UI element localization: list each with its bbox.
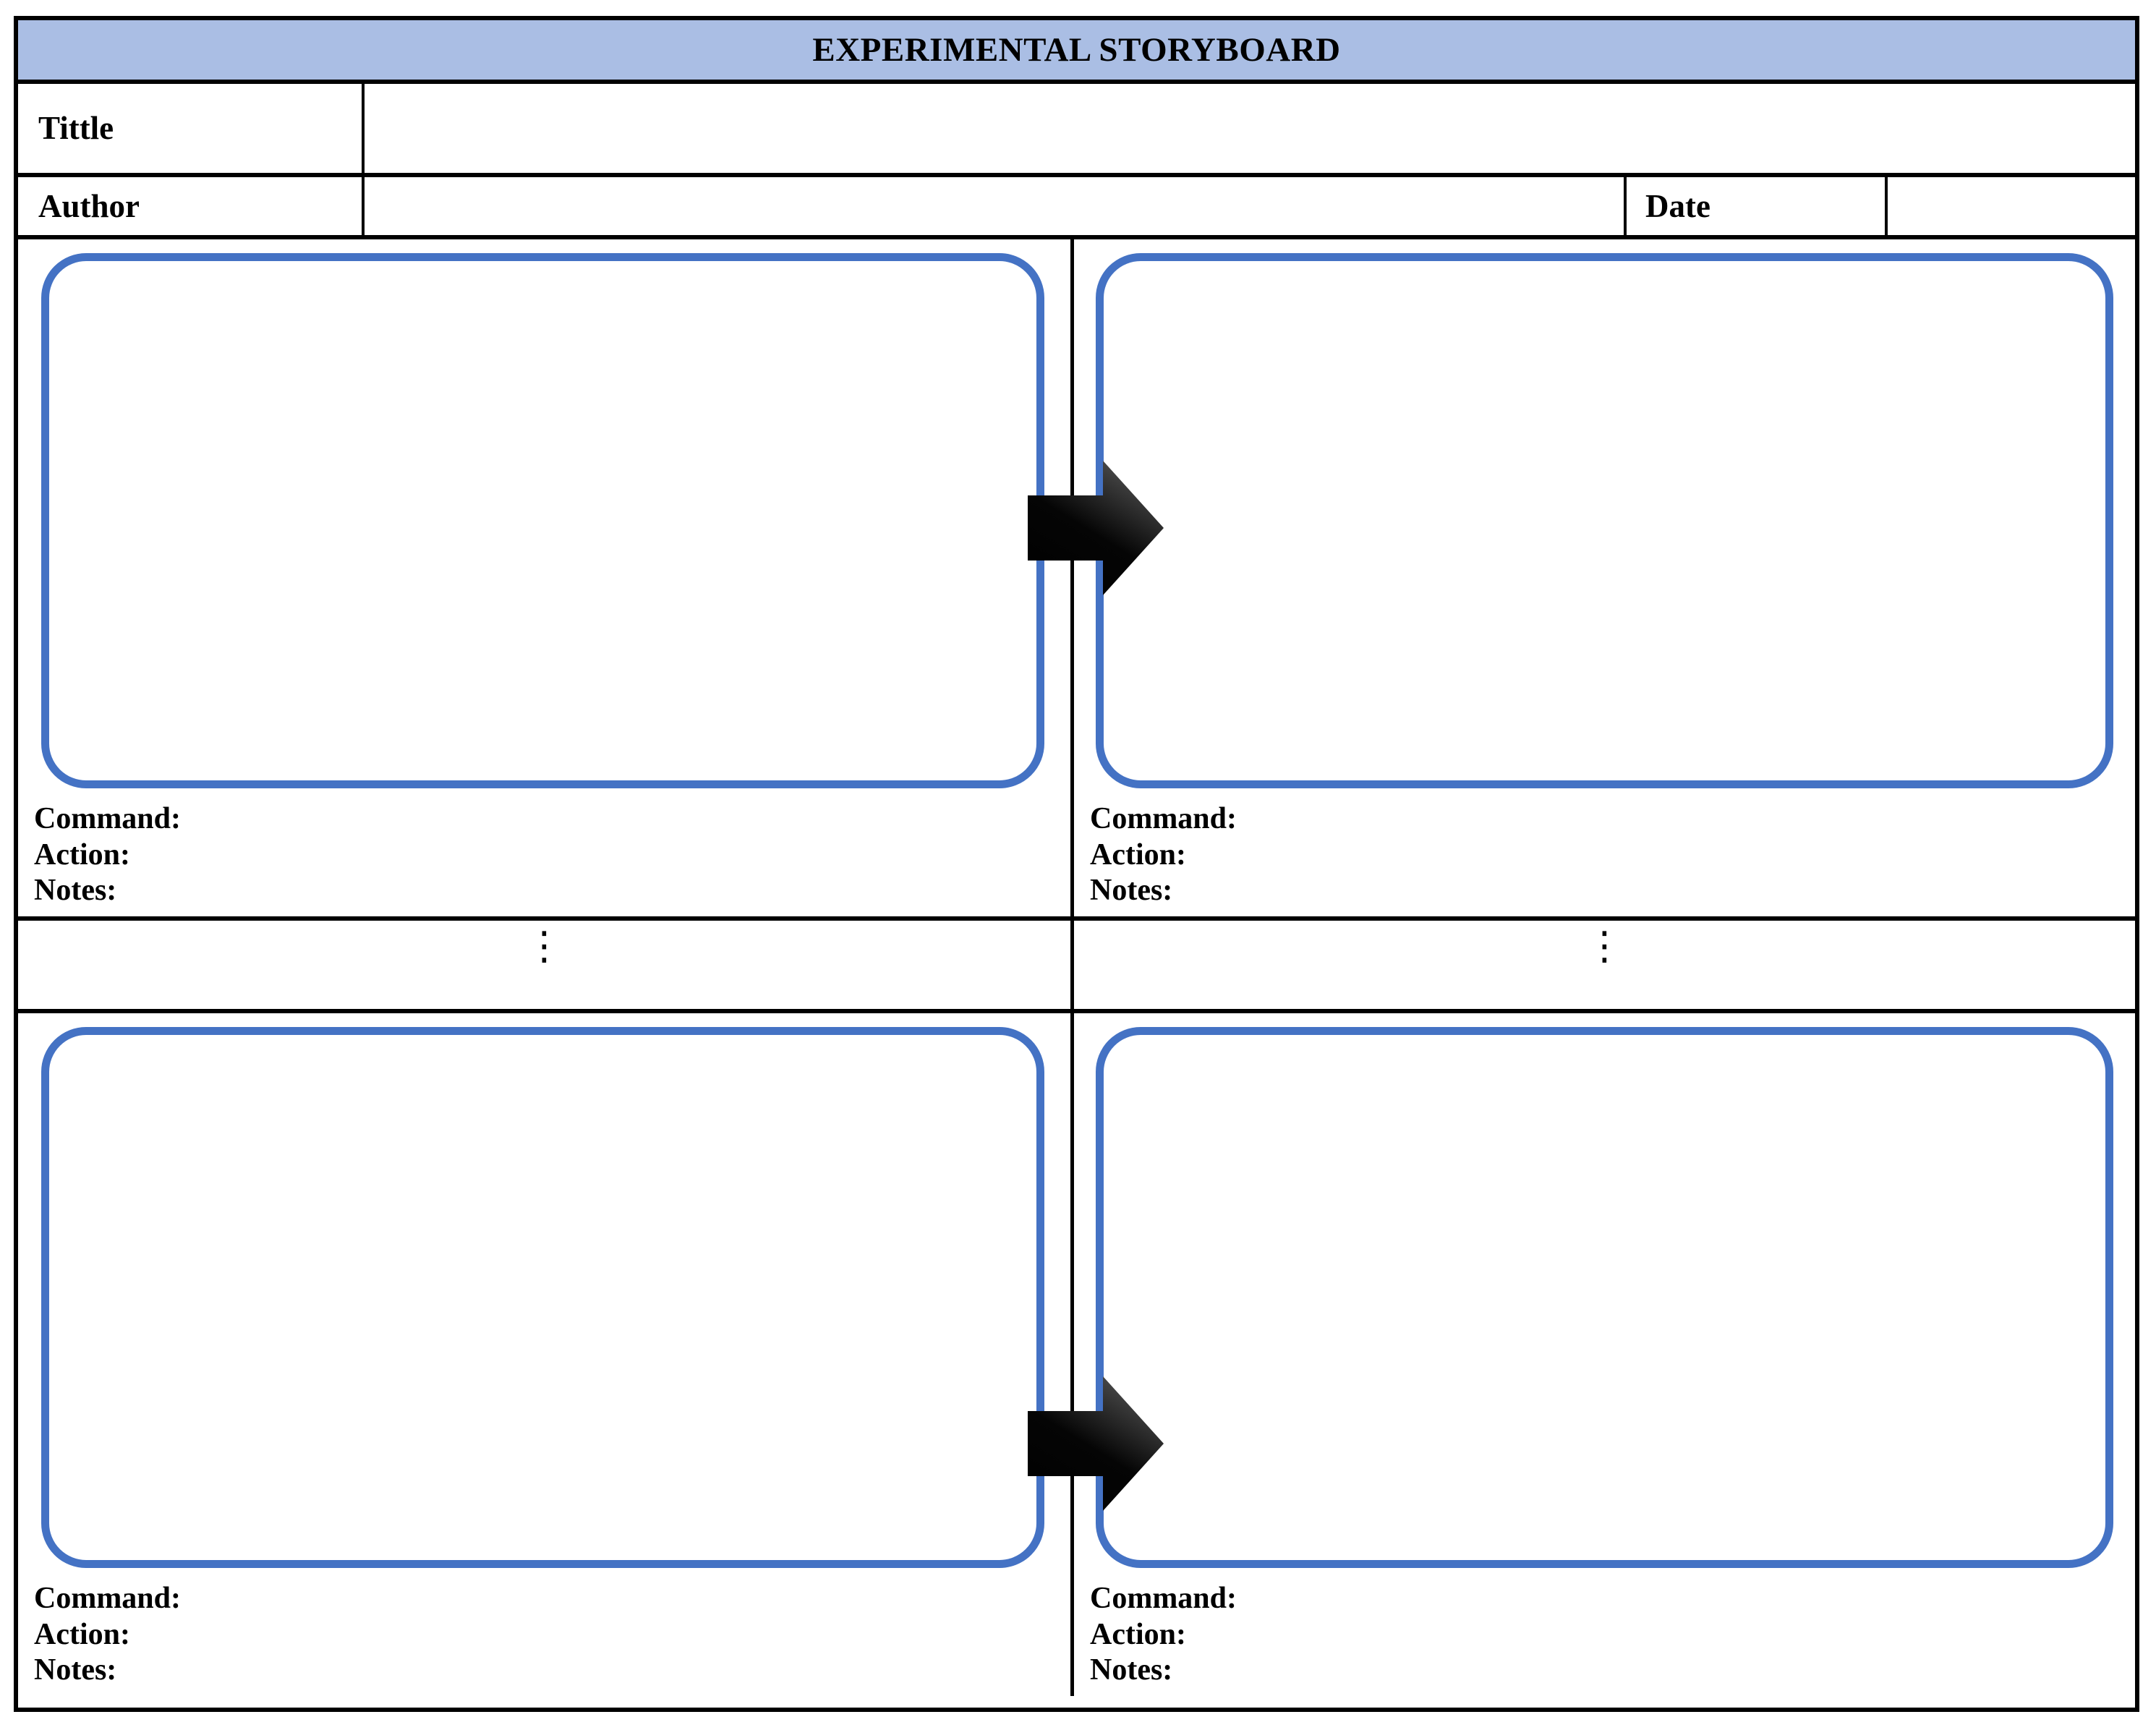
panel-2-screen[interactable] <box>1096 253 2113 789</box>
storyboard-table: EXPERIMENTAL STORYBOARD Tittle Author Da… <box>14 16 2139 1712</box>
author-row: Author Date <box>18 177 2135 239</box>
tittle-row: Tittle <box>18 84 2135 177</box>
panel-1-fields: Command: Action: Notes: <box>18 797 1070 916</box>
panel-3-notes-label: Notes: <box>34 1653 117 1687</box>
panel-1-screen[interactable] <box>41 253 1044 789</box>
panel-1-frame-area <box>18 239 1070 797</box>
storyboard-row-1: Command: Action: Notes: Command: Action:… <box>18 239 2135 921</box>
tittle-label: Tittle <box>38 110 114 146</box>
panel-4-screen[interactable] <box>1096 1027 2113 1569</box>
panel-4-notes-label: Notes: <box>1090 1653 1173 1687</box>
storyboard-panel-4: Command: Action: Notes: <box>1074 1013 2135 1696</box>
vertical-ellipsis-icon: ⋮ <box>524 923 564 968</box>
storyboard-panel-2: Command: Action: Notes: <box>1074 239 2135 916</box>
panel-2-action-label: Action: <box>1090 838 1186 872</box>
storyboard-panel-3: Command: Action: Notes: <box>18 1013 1074 1696</box>
panel-4-command-label: Command: <box>1090 1582 1237 1616</box>
author-label: Author <box>38 187 140 224</box>
panel-3-frame-area <box>18 1013 1070 1577</box>
document-title-banner: EXPERIMENTAL STORYBOARD <box>18 20 2135 84</box>
tittle-input[interactable] <box>365 84 2135 173</box>
page-title: EXPERIMENTAL STORYBOARD <box>812 30 1341 69</box>
author-label-cell: Author <box>18 177 365 235</box>
storyboard-row-2: Command: Action: Notes: Command: Action:… <box>18 1013 2135 1696</box>
panel-2-frame-area <box>1074 239 2135 797</box>
panel-4-action-label: Action: <box>1090 1617 1186 1651</box>
panel-2-command-label: Command: <box>1090 802 1237 836</box>
panel-4-fields: Command: Action: Notes: <box>1074 1577 2135 1696</box>
date-label: Date <box>1645 187 1710 224</box>
panel-4-frame-area <box>1074 1013 2135 1577</box>
author-input[interactable] <box>365 177 1624 235</box>
vertical-ellipsis-icon: ⋮ <box>1585 923 1624 968</box>
continuation-row: ⋮ ⋮ <box>18 921 2135 1013</box>
tittle-label-cell: Tittle <box>18 84 365 173</box>
panel-3-command-label: Command: <box>34 1582 182 1616</box>
continuation-right-cell: ⋮ <box>1074 921 2135 1009</box>
panel-3-action-label: Action: <box>34 1617 130 1651</box>
panel-3-screen[interactable] <box>41 1027 1044 1569</box>
panel-1-command-label: Command: <box>34 802 182 836</box>
panel-2-notes-label: Notes: <box>1090 874 1173 908</box>
panel-2-fields: Command: Action: Notes: <box>1074 797 2135 916</box>
continuation-left-cell: ⋮ <box>18 921 1074 1009</box>
storyboard-panel-1: Command: Action: Notes: <box>18 239 1074 916</box>
date-label-cell: Date <box>1624 177 1888 235</box>
date-input[interactable] <box>1888 177 2135 235</box>
panel-1-action-label: Action: <box>34 838 130 872</box>
panel-3-fields: Command: Action: Notes: <box>18 1577 1070 1696</box>
panel-1-notes-label: Notes: <box>34 874 117 908</box>
